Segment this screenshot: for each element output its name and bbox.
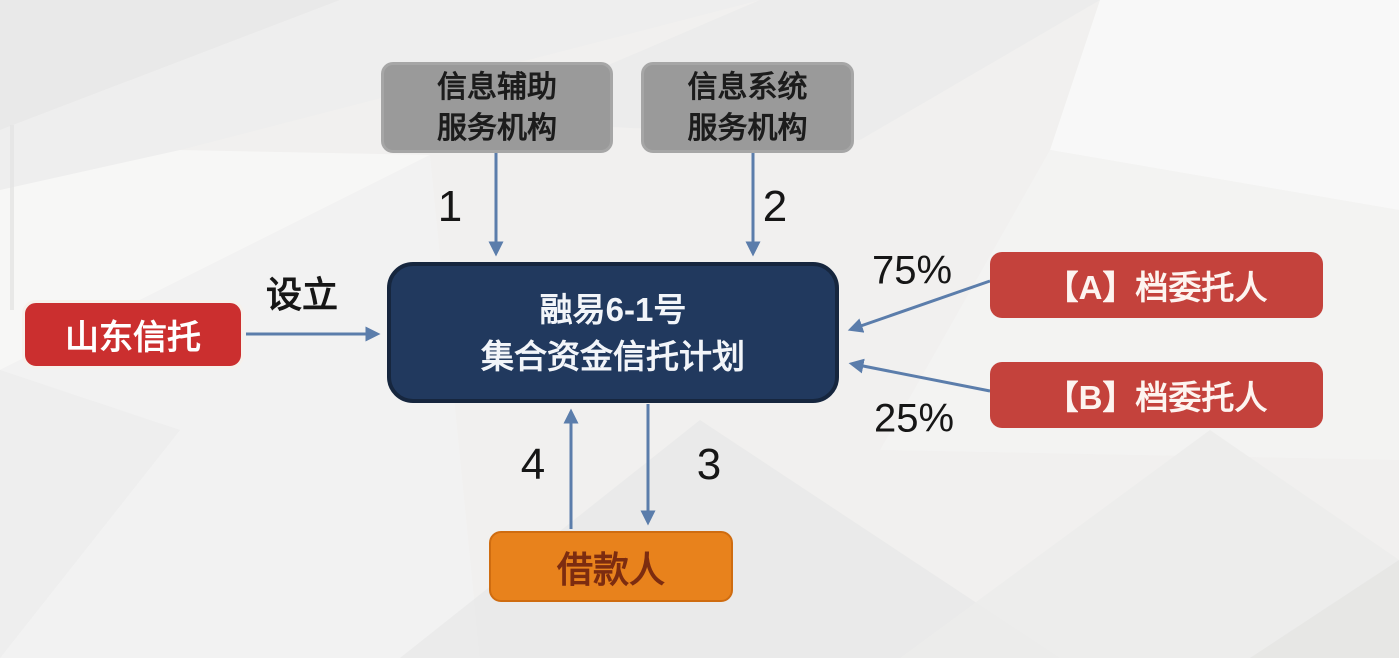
node-label-line: 融易6-1号 — [539, 290, 687, 328]
edge-label-4: 4 — [520, 440, 546, 489]
node-trust-plan: 融易6-1号 集合资金信托计划 — [387, 262, 839, 403]
node-label: 借款人 — [556, 548, 665, 590]
edge-label-setup: 设立 — [265, 274, 339, 315]
node-borrower: 借款人 — [489, 531, 733, 602]
node-label-line: 集合资金信托计划 — [481, 337, 745, 375]
node-label: 【A】档委托人 — [1045, 269, 1268, 306]
node-label: 【B】档委托人 — [1045, 379, 1268, 416]
node-label-line: 服务机构 — [687, 111, 808, 145]
node-label-line: 信息辅助 — [437, 70, 557, 104]
node-info-auxiliary-agency: 信息辅助 服务机构 — [381, 62, 613, 153]
arrow-client-b-to-plan — [848, 358, 991, 393]
node-info-system-agency: 信息系统 服务机构 — [641, 62, 854, 153]
node-label: 山东信托 — [65, 319, 201, 357]
arrow-client-a-to-plan — [847, 279, 991, 333]
node-client-a: 【A】档委托人 — [990, 252, 1323, 318]
node-shandong-trust: 山东信托 — [22, 300, 244, 369]
edge-label-2: 2 — [762, 182, 788, 231]
edge-label-25pct: 25% — [873, 396, 955, 441]
edge-label-75pct: 75% — [871, 248, 953, 293]
edge-label-3: 3 — [696, 440, 722, 489]
node-client-b: 【B】档委托人 — [990, 362, 1323, 428]
node-label-line: 信息系统 — [687, 70, 808, 104]
node-label-line: 服务机构 — [437, 111, 557, 145]
edge-label-1: 1 — [437, 182, 463, 231]
